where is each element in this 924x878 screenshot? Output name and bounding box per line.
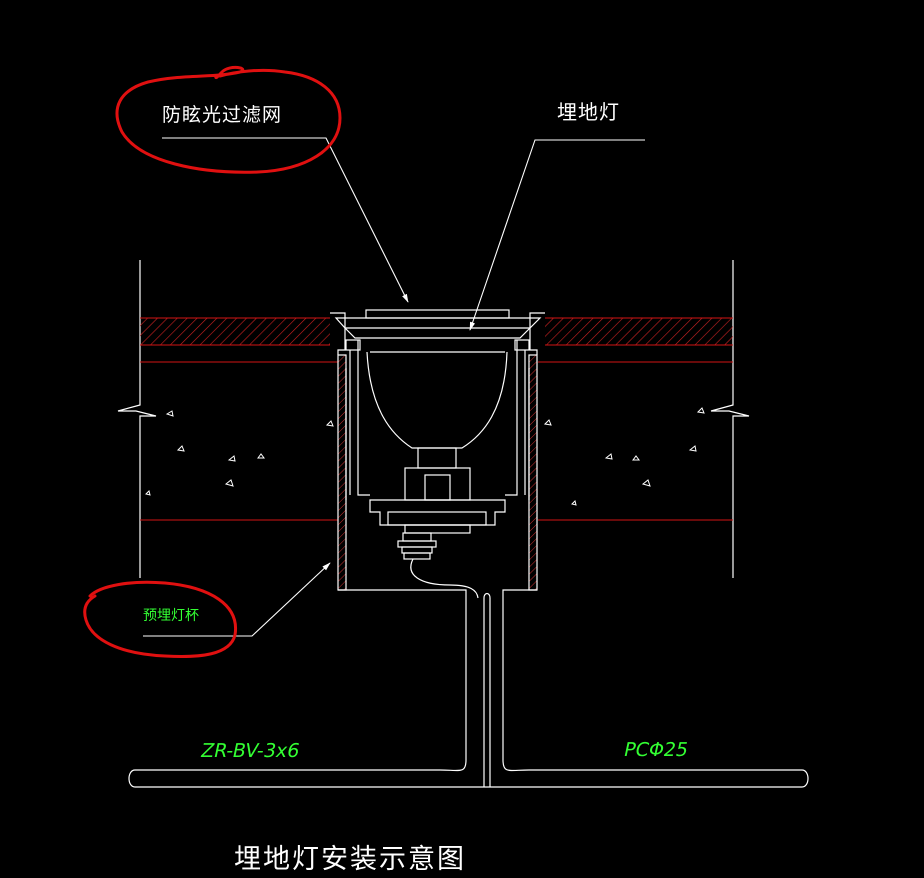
surface-layer	[140, 318, 733, 345]
buried-light-label: 埋地灯	[557, 100, 620, 124]
lamp-cup-housing	[330, 312, 545, 760]
concrete-aggregate	[145, 407, 705, 506]
markup-circles	[83, 65, 342, 659]
slab-edge-lines	[117, 260, 750, 578]
cable-spec-label: ZR-BV-3x6	[198, 740, 302, 762]
conduit-pipe	[128, 592, 809, 788]
buried-light-body	[334, 309, 542, 599]
layer-lines	[140, 317, 733, 521]
drawing-title: 埋地灯安装示意图	[234, 844, 466, 875]
conduit-spec-label: PCΦ25	[621, 739, 691, 761]
embedded-lamp-cup-label: 预埋灯杯	[143, 608, 199, 624]
anti-glare-filter-label: 防眩光过滤网	[162, 104, 283, 126]
leader-lines	[143, 137, 645, 637]
